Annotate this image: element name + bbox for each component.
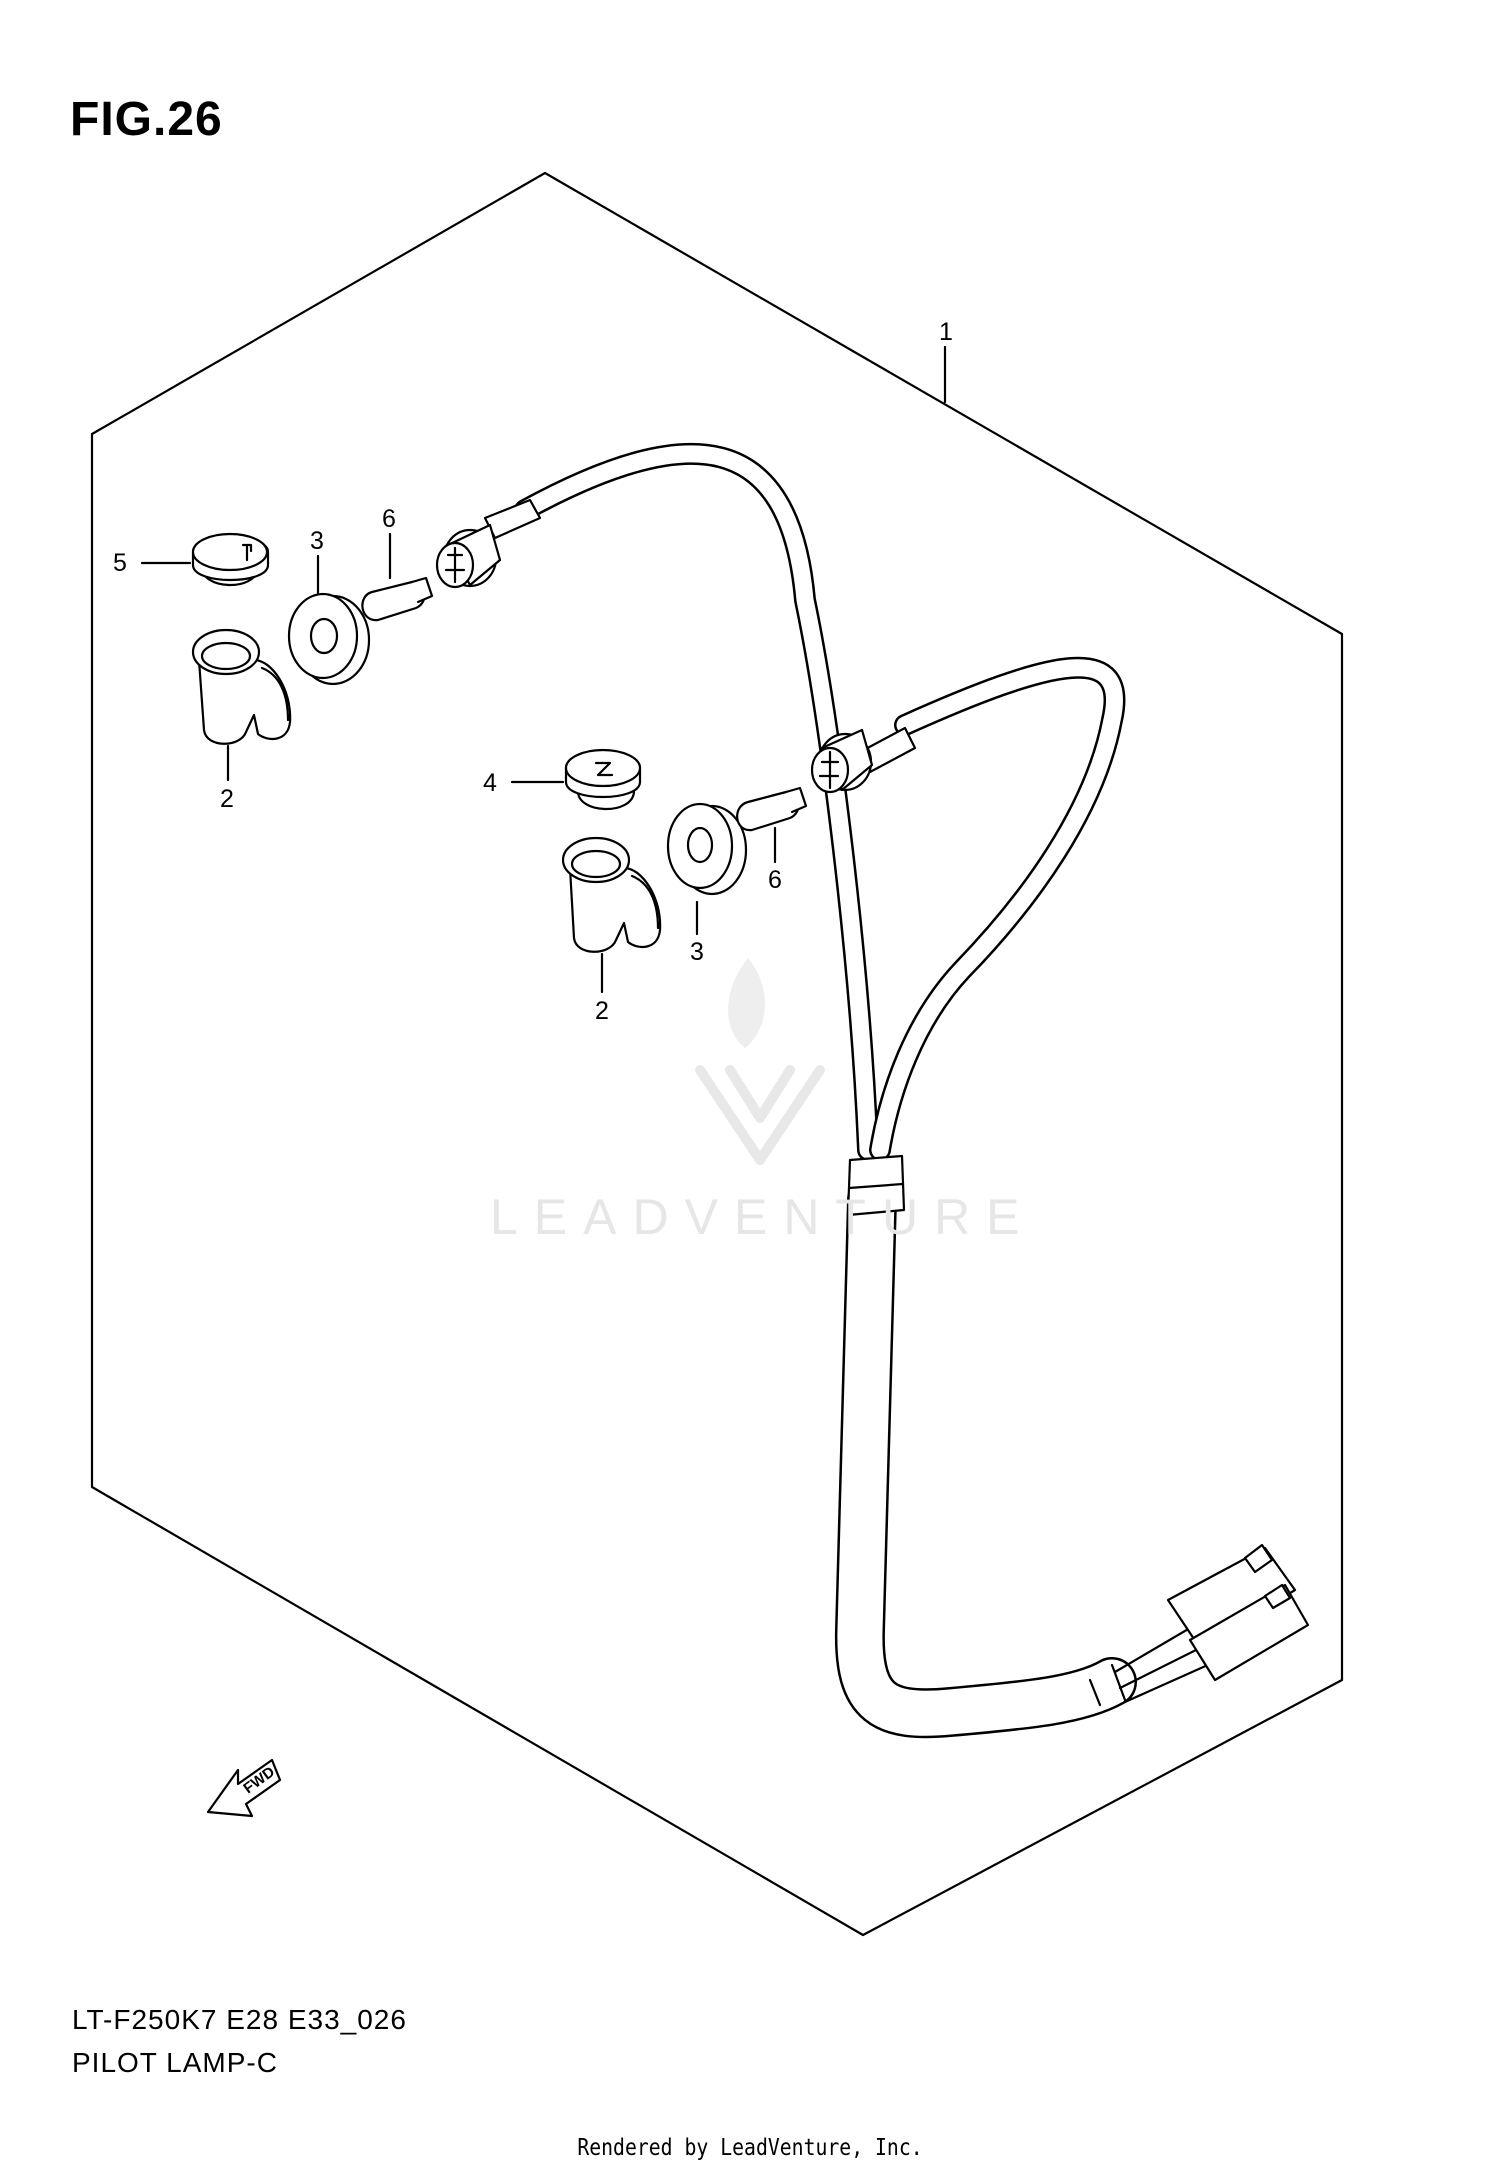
harness-connector-icon (1113, 1543, 1310, 1704)
callout-6-upper: 6 (382, 505, 396, 533)
housing-2a-icon (191, 628, 292, 745)
grommet-3b-icon (666, 802, 748, 896)
watermark-logo-icon (695, 958, 825, 1165)
callout-1: 1 (939, 318, 953, 346)
wire-harness (514, 442, 1137, 1739)
lower-bulb-socket-icon (810, 726, 917, 794)
housing-2b-icon (561, 836, 662, 953)
fwd-arrow-icon: FWD (206, 1758, 282, 1818)
cap-4-icon (564, 748, 642, 811)
watermark-text: LEADVENTURE (490, 1189, 1036, 1245)
diagram-code: LT-F250K7 E28 E33_026 (72, 2004, 407, 2035)
bulb-6b-icon (736, 786, 808, 832)
callout-2-upper: 2 (220, 785, 234, 813)
footer-credit: Rendered by LeadVenture, Inc. (577, 2135, 923, 2161)
callout-2-lower: 2 (595, 997, 609, 1025)
figure-title: FIG.26 (70, 93, 223, 146)
callout-3-lower: 3 (690, 938, 704, 966)
callout-5: 5 (113, 549, 127, 577)
bulb-6a-icon (361, 576, 434, 622)
diagram-name: PILOT LAMP-C (72, 2047, 278, 2078)
upper-bulb-socket-icon (435, 498, 542, 589)
parts-box-outline (90, 171, 1344, 1937)
callout-6-lower: 6 (768, 866, 782, 894)
grommet-3a-icon (287, 592, 371, 686)
callout-4: 4 (483, 769, 497, 797)
callout-3-upper: 3 (310, 527, 324, 555)
cap-5-icon (191, 532, 270, 587)
